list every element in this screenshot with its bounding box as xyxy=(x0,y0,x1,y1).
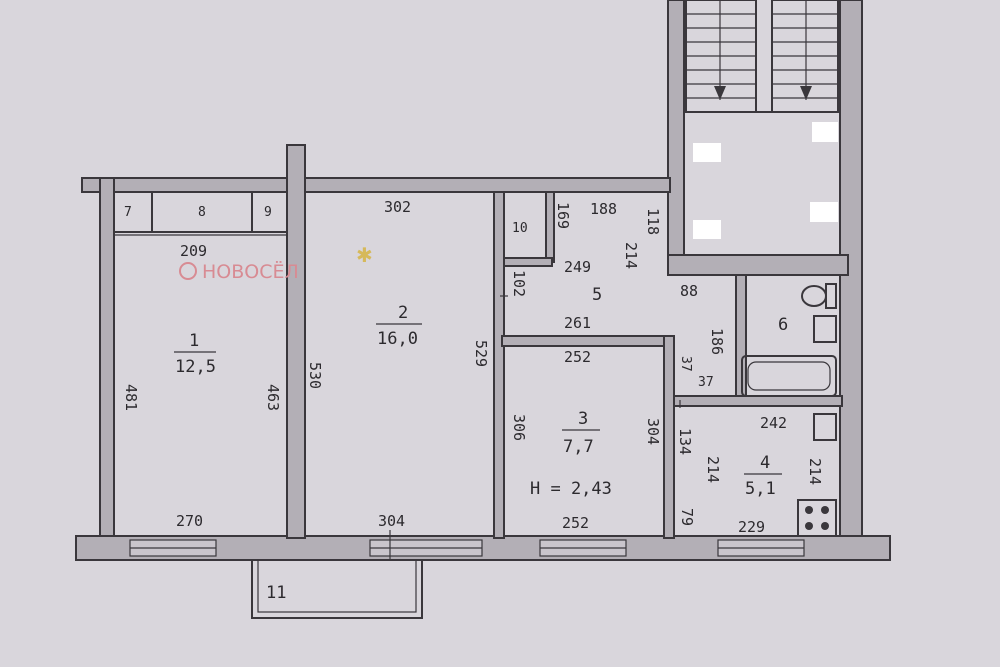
dim-252a: 252 xyxy=(564,348,591,366)
room-7-number: 7 xyxy=(124,205,132,220)
dim-214a: 214 xyxy=(622,242,640,269)
ceiling-height: H = 2,43 xyxy=(530,479,612,499)
room-9-number: 9 xyxy=(264,205,272,220)
room-5-number: 5 xyxy=(592,285,602,305)
room-2-number: 2 xyxy=(398,303,408,323)
closets xyxy=(113,191,288,236)
bathtub xyxy=(741,355,837,397)
stove xyxy=(797,499,837,537)
room-3-area: 7,7 xyxy=(563,437,594,457)
dimension-labels: 302 209 481 463 530 529 270 304 188 169 … xyxy=(122,198,824,536)
dim-169: 169 xyxy=(554,202,572,229)
room-4-number: 4 xyxy=(760,453,770,473)
room-1-number: 1 xyxy=(189,331,199,351)
dim-249: 249 xyxy=(564,258,591,276)
watermark-text: НОВОСЁЛ xyxy=(202,260,299,283)
dim-270: 270 xyxy=(176,512,203,530)
dimension-ticks xyxy=(113,234,681,560)
dim-186: 186 xyxy=(708,328,726,355)
watermark-logo: НОВОСЁЛ ✱ xyxy=(179,243,373,283)
room-6-number: 6 xyxy=(778,315,788,335)
star-mark: ✱ xyxy=(356,243,373,267)
room-3-number: 3 xyxy=(578,409,588,429)
dim-530: 530 xyxy=(306,362,324,389)
room-2-area: 16,0 xyxy=(377,329,418,349)
dim-306: 306 xyxy=(510,414,528,441)
windows xyxy=(129,539,805,557)
dim-529: 529 xyxy=(472,340,490,367)
dim-118: 118 xyxy=(644,208,662,235)
dim-37b: 37 xyxy=(698,375,714,390)
dim-188: 188 xyxy=(590,200,617,218)
dim-304b: 304 xyxy=(644,418,662,445)
dim-88: 88 xyxy=(680,282,698,300)
dim-79: 79 xyxy=(678,508,696,526)
staircase xyxy=(667,0,863,546)
room-11-number: 11 xyxy=(266,583,286,603)
room-labels: 1 12,5 2 16,0 3 7,7 H = 2,43 4 5,1 5 6 7… xyxy=(124,205,788,603)
sinks xyxy=(813,315,837,441)
room-4-area: 5,1 xyxy=(745,479,776,499)
room-1-area: 12,5 xyxy=(175,357,216,377)
dim-134: 134 xyxy=(676,428,694,455)
dim-304: 304 xyxy=(378,512,405,530)
dim-37a: 37 xyxy=(678,356,693,372)
dim-481: 481 xyxy=(122,384,140,411)
toilet xyxy=(801,283,837,309)
room-10-number: 10 xyxy=(512,221,528,236)
dim-463: 463 xyxy=(264,384,282,411)
dim-102: 102 xyxy=(510,270,528,297)
dim-252b: 252 xyxy=(562,514,589,532)
room-8-number: 8 xyxy=(198,205,206,220)
dim-242: 242 xyxy=(760,414,787,432)
dim-229: 229 xyxy=(738,518,765,536)
dim-214c: 214 xyxy=(806,458,824,485)
dim-261: 261 xyxy=(564,314,591,332)
dim-214b: 214 xyxy=(704,456,722,483)
dim-209: 209 xyxy=(180,242,207,260)
dim-302: 302 xyxy=(384,198,411,216)
